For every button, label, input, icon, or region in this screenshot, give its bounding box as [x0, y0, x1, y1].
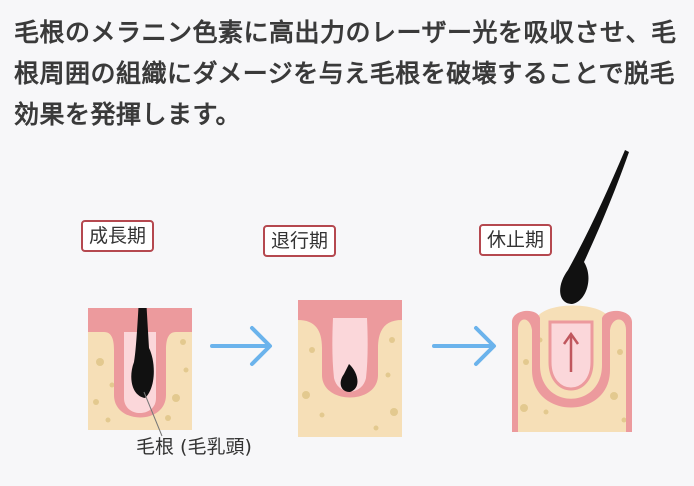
transition-arrow-2	[432, 326, 496, 366]
description-text: 毛根のメラニン色素に高出力のレーザー光を吸収させ、毛根周囲の組織にダメージを与え…	[14, 18, 677, 129]
telogen-skin-panel	[512, 150, 632, 432]
phase-label-telogen: 休止期	[479, 224, 553, 256]
hair-root-annotation: 毛根 (毛乳頭)	[136, 436, 252, 458]
phase-label-catagen: 退行期	[263, 225, 337, 257]
phase-label-anagen: 成長期	[81, 220, 155, 252]
annotation-leader-line	[143, 391, 163, 437]
anagen-skin-panel	[88, 308, 192, 430]
catagen-skin-panel	[298, 300, 402, 437]
transition-arrow-1	[210, 326, 272, 366]
